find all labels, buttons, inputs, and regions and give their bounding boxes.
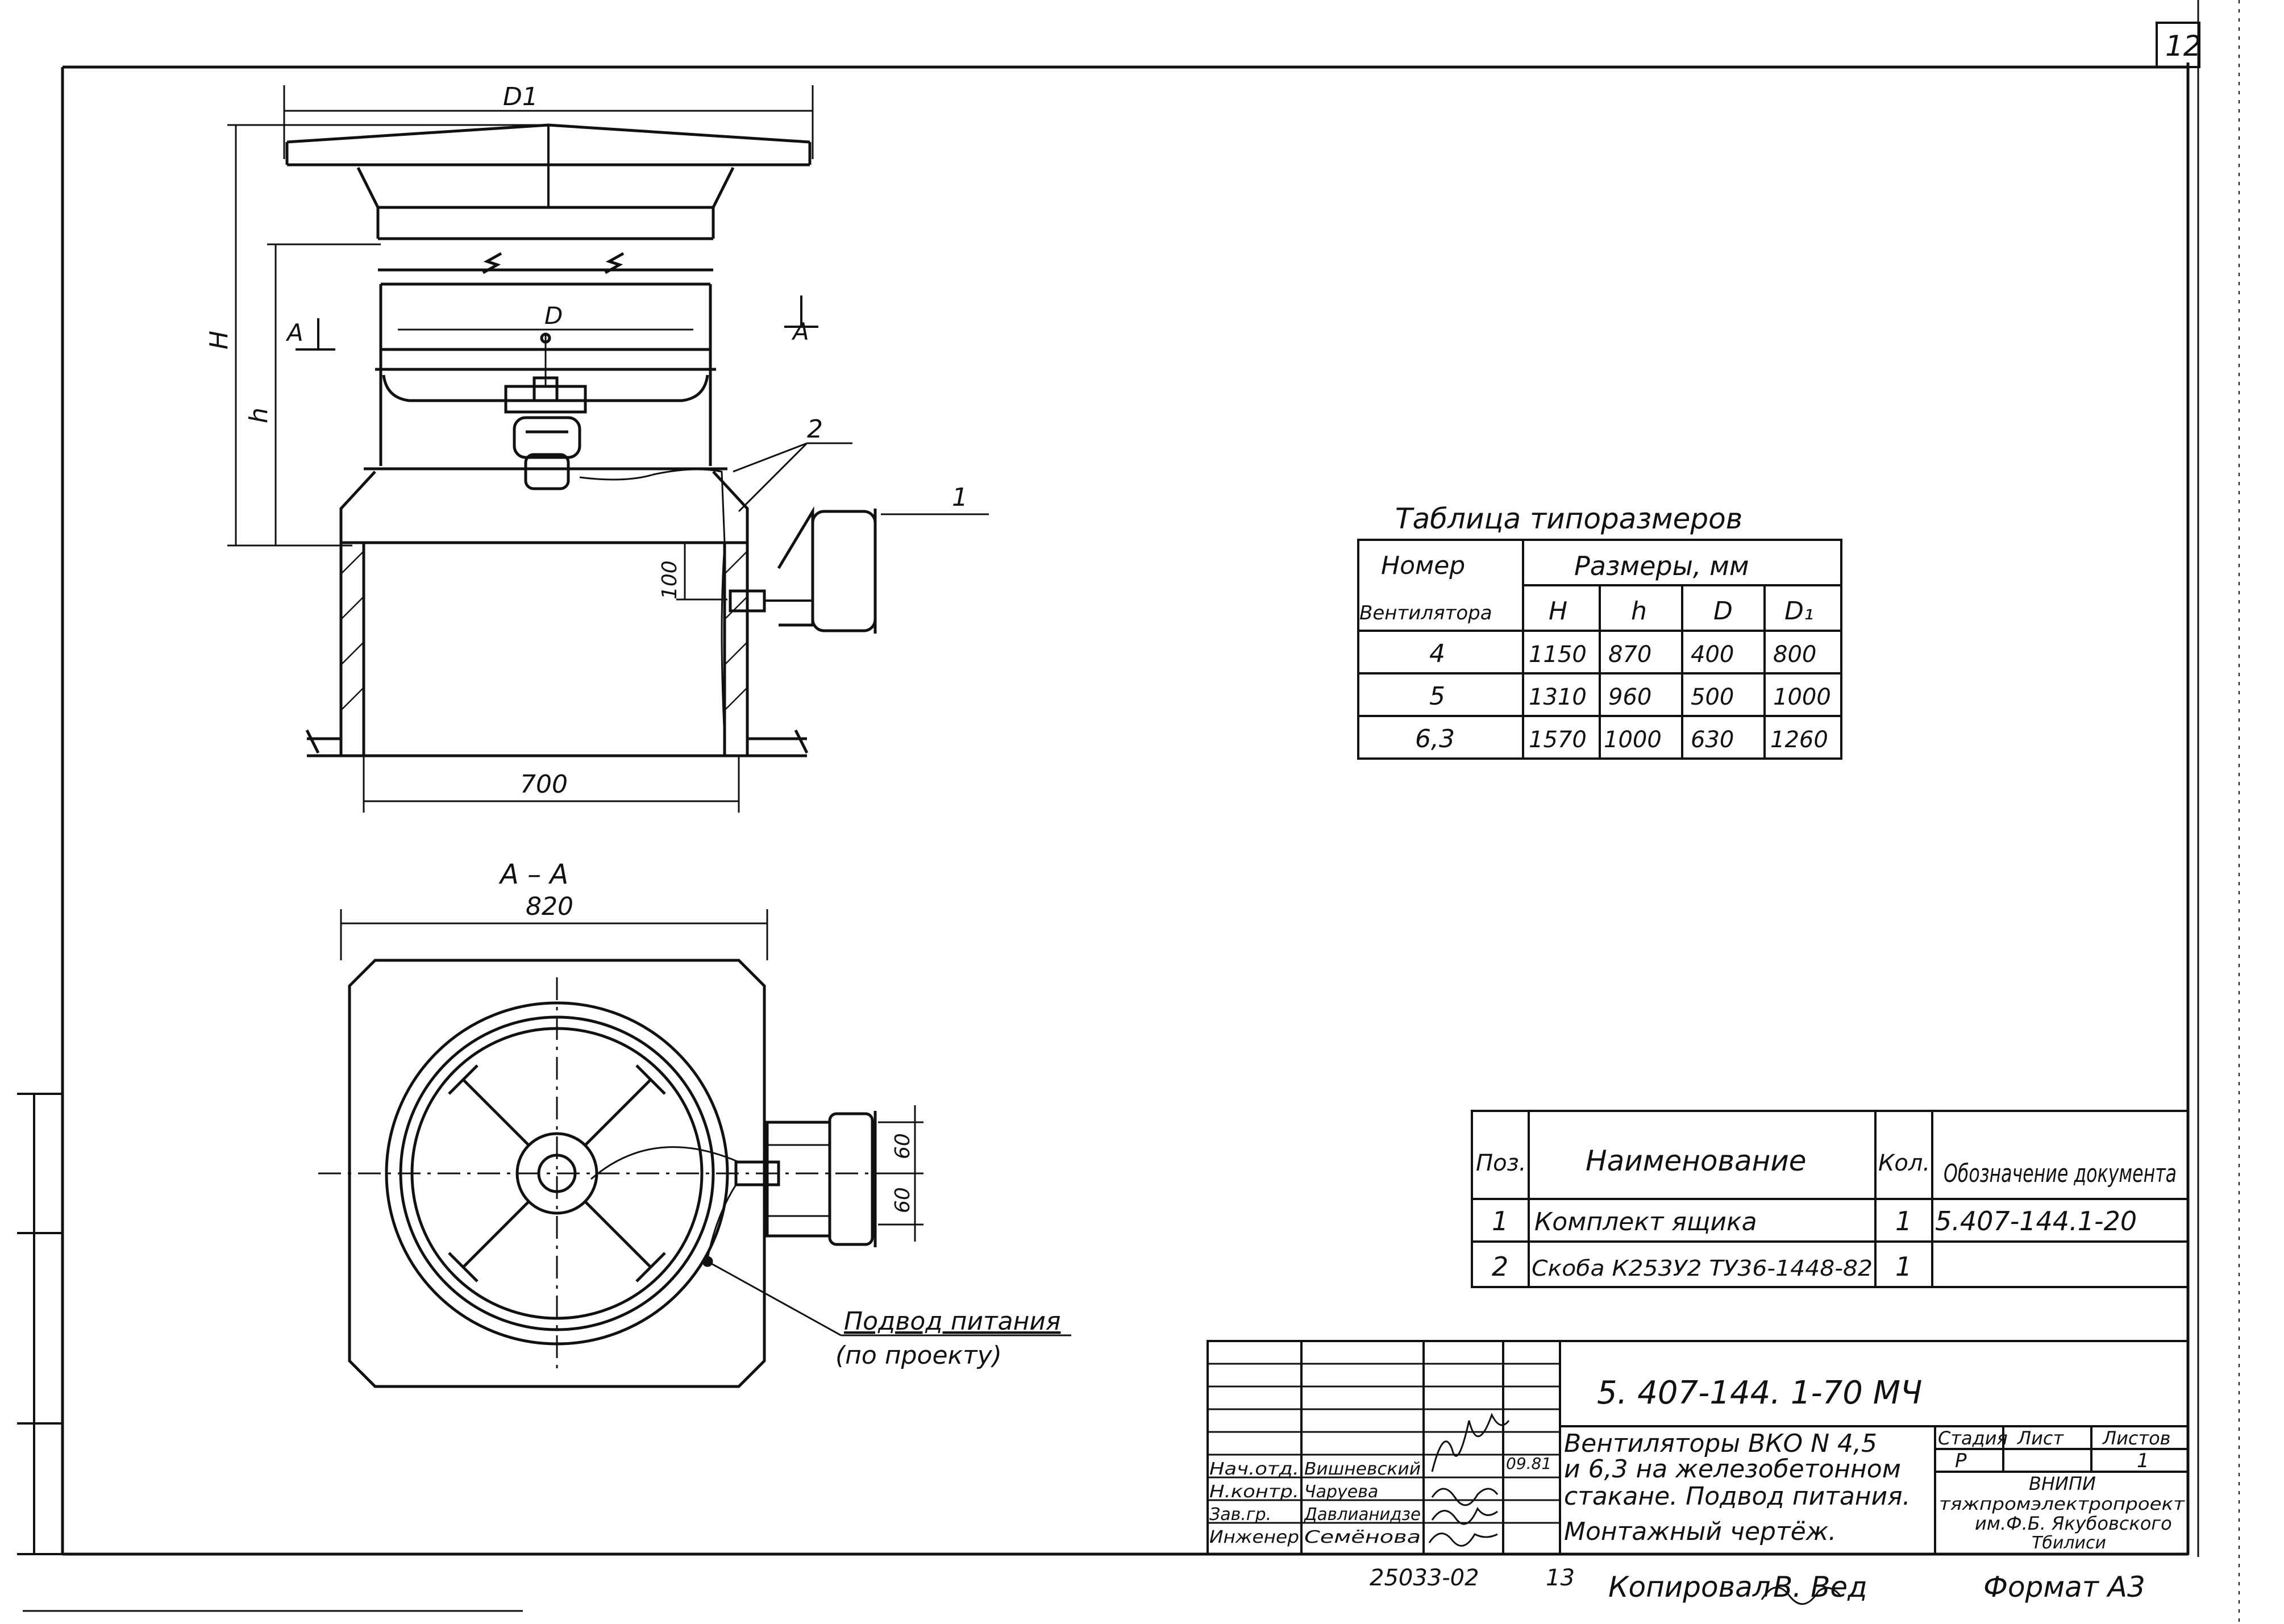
spec-header-doc: Обозначение документа bbox=[1944, 1159, 2177, 1188]
size-cell: 1150 bbox=[1529, 642, 1587, 668]
size-col-H: H bbox=[1549, 597, 1567, 626]
role-name: Давлианидзе bbox=[1303, 1505, 1421, 1525]
title-description-line: Монтажный чертёж. bbox=[1564, 1517, 1836, 1546]
section-aa-dimensions bbox=[318, 909, 923, 1369]
org-line: тяжпромэлектропроект bbox=[1939, 1494, 2186, 1514]
size-table-header-num-sub: Вентилятора bbox=[1359, 602, 1492, 624]
sheet-label: Лист bbox=[2017, 1427, 2064, 1449]
size-table-header-sizes: Размеры, мм bbox=[1574, 551, 1749, 581]
size-table-title: Таблица типоразмеров bbox=[1395, 502, 1742, 535]
spec-table-grid bbox=[1471, 1110, 2189, 1288]
spec-header-qty: Кол. bbox=[1878, 1150, 1930, 1176]
callout-2: 2 bbox=[807, 415, 823, 444]
spec-row-name: Комплект ящика bbox=[1534, 1207, 1757, 1236]
title-block-grid bbox=[1207, 1340, 2189, 1555]
power-note-line2: (по проекту) bbox=[835, 1341, 1002, 1370]
elevation-dimensions bbox=[227, 85, 989, 813]
title-description-line: Вентиляторы ВКО N 4,5 bbox=[1564, 1429, 1877, 1458]
spec-row-pos: 2 bbox=[1492, 1251, 1508, 1282]
size-col-D: D bbox=[1713, 597, 1733, 626]
sheets-label: Листов bbox=[2102, 1427, 2171, 1449]
format-label: Формат А3 bbox=[1983, 1571, 2145, 1604]
size-cell: 1000 bbox=[1604, 727, 1662, 753]
copied-label: Копировал bbox=[1608, 1571, 1771, 1604]
size-cell: 1570 bbox=[1529, 727, 1587, 753]
dim-820-label: 820 bbox=[526, 892, 573, 921]
power-note-line1: Подвод питания bbox=[844, 1307, 1060, 1336]
role-label: Инженер bbox=[1209, 1527, 1299, 1547]
role-name: Семёнова bbox=[1304, 1527, 1421, 1547]
title-date: 09.81 bbox=[1506, 1454, 1551, 1473]
size-cell: 500 bbox=[1691, 684, 1734, 710]
title-description-line: стакане. Подвод питания. bbox=[1564, 1482, 1911, 1511]
spec-header-name: Наименование bbox=[1586, 1144, 1807, 1177]
role-name: Вишневский bbox=[1304, 1459, 1421, 1479]
dim-h-label: h bbox=[244, 407, 273, 423]
size-row-num: 6,3 bbox=[1415, 724, 1455, 753]
elevation-view bbox=[285, 123, 877, 757]
size-cell: 1310 bbox=[1529, 684, 1587, 710]
size-cell: 630 bbox=[1691, 727, 1734, 753]
concrete-hatching bbox=[340, 551, 748, 711]
spec-header-pos: Поз. bbox=[1476, 1150, 1526, 1176]
section-mark-left: A bbox=[285, 319, 303, 347]
title-description-line: и 6,3 на железобетонном bbox=[1564, 1455, 1901, 1484]
size-col-h: h bbox=[1631, 597, 1647, 626]
signatures bbox=[1428, 1413, 1842, 1605]
inventory-number: 25033-02 bbox=[1370, 1565, 1479, 1591]
role-label: Н.контр. bbox=[1209, 1482, 1299, 1502]
section-mark-right: A bbox=[791, 318, 809, 345]
size-cell: 800 bbox=[1773, 642, 1816, 668]
spec-row-qty: 1 bbox=[1895, 1206, 1912, 1236]
size-row-num: 4 bbox=[1429, 639, 1445, 668]
spec-row-qty: 1 bbox=[1895, 1251, 1912, 1282]
copied-signature: В. Вед bbox=[1773, 1571, 1867, 1604]
dim-60-bottom: 60 bbox=[891, 1187, 914, 1213]
size-col-D1: D₁ bbox=[1784, 597, 1814, 626]
size-table-grid bbox=[1357, 539, 1842, 760]
stage-value: Р bbox=[1955, 1450, 1967, 1472]
spec-row-name: Скоба К253У2 ТУ36-1448-82 bbox=[1532, 1256, 1873, 1281]
sheet-frame bbox=[17, 0, 2240, 1624]
inventory-suffix: 13 bbox=[1546, 1565, 1575, 1591]
dim-D-label: D bbox=[544, 302, 563, 330]
org-line: им.Ф.Б. Якубовского bbox=[1975, 1513, 2172, 1534]
org-line: ВНИПИ bbox=[2029, 1473, 2096, 1494]
size-cell: 960 bbox=[1608, 684, 1651, 710]
callout-1: 1 bbox=[952, 483, 968, 512]
spec-row-pos: 1 bbox=[1492, 1206, 1508, 1236]
dim-100-label: 100 bbox=[658, 560, 681, 599]
dim-700-label: 700 bbox=[520, 770, 568, 799]
spec-row-doc: 5.407-144.1-20 bbox=[1935, 1206, 2137, 1236]
role-label: Зав.гр. bbox=[1209, 1505, 1271, 1525]
role-label: Нач.отд. bbox=[1209, 1459, 1299, 1479]
dim-D1-label: D1 bbox=[503, 82, 538, 111]
size-cell: 400 bbox=[1691, 642, 1734, 668]
size-cell: 1260 bbox=[1770, 727, 1828, 753]
sheet-number: 12 bbox=[2165, 30, 2202, 63]
sheets-value: 1 bbox=[2137, 1450, 2149, 1472]
size-table-header-num: Номер bbox=[1381, 551, 1465, 580]
size-row-num: 5 bbox=[1429, 682, 1445, 711]
size-cell: 1000 bbox=[1773, 684, 1831, 710]
role-name: Чаруева bbox=[1304, 1482, 1378, 1502]
section-title: А – А bbox=[498, 859, 568, 890]
dim-60-top: 60 bbox=[891, 1133, 914, 1159]
org-line: Тбилиси bbox=[2032, 1533, 2106, 1553]
stage-label: Стадия bbox=[1938, 1427, 2008, 1449]
title-doc-code: 5. 407-144. 1-70 МЧ bbox=[1597, 1375, 1922, 1411]
dim-H-label: H bbox=[205, 331, 234, 349]
size-cell: 870 bbox=[1608, 642, 1651, 668]
